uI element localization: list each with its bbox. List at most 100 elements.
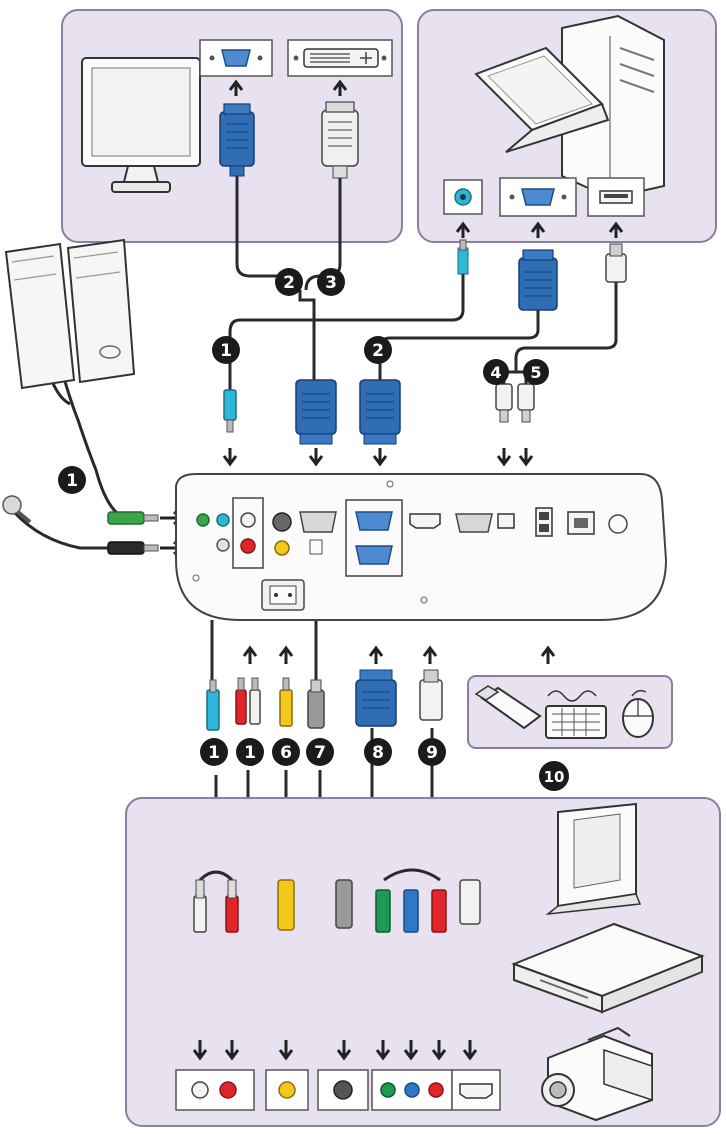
- audio-plug-icon: [107, 511, 159, 525]
- badge-8: 8: [364, 738, 392, 766]
- vga-port-icon: [499, 177, 577, 217]
- camcorder-icon: [541, 1026, 653, 1122]
- audio-plug-icon: [223, 389, 237, 433]
- badge-label: 10: [544, 768, 565, 786]
- usb-port-icon: [497, 513, 515, 529]
- microphone-icon: [2, 495, 32, 524]
- audio-in-port: [216, 513, 230, 527]
- badge-label: 3: [325, 273, 337, 293]
- badge-label: 2: [372, 341, 384, 361]
- audio-out-port: [196, 513, 210, 527]
- computer-in-2-port: [355, 545, 393, 565]
- badge-label: 5: [530, 363, 541, 382]
- arrow-down-icon: [518, 448, 534, 467]
- composite-port: [265, 1069, 309, 1111]
- computer-panel: [417, 9, 717, 243]
- rs232-port: [455, 513, 493, 533]
- arrows-down: [222, 448, 534, 467]
- svideo-port: [272, 512, 292, 532]
- svideo-port: [317, 1069, 369, 1111]
- badge-label: 8: [372, 743, 384, 763]
- composite-port: [274, 540, 290, 556]
- arrows-down-bottom: [192, 1040, 478, 1061]
- dvi-plug-icon: [321, 101, 359, 179]
- svideo-plug-icon: [335, 879, 353, 929]
- set-top-box-icon: [545, 802, 642, 916]
- computer-in-1-port: [355, 511, 393, 531]
- hdmi-port-icon: [409, 513, 441, 529]
- hdmi-port-icon: [451, 1069, 501, 1111]
- badge-label: 1: [244, 743, 256, 763]
- arrow-down-icon: [308, 448, 324, 467]
- arrow-down-icon: [224, 1040, 240, 1061]
- rca-white-port: [240, 512, 256, 528]
- security-lock: [608, 514, 628, 534]
- arrow-down-icon: [192, 1040, 208, 1061]
- badge-3: 3: [317, 268, 345, 296]
- usb-drive-icon: [474, 685, 542, 730]
- arrow-up-icon: [278, 645, 294, 664]
- dvd-player-icon: [511, 922, 705, 1014]
- rca-red-port: [240, 538, 256, 554]
- vga-port-icon: [199, 39, 273, 77]
- component-splitter-icon: [375, 868, 447, 933]
- badge-2: 2: [275, 268, 303, 296]
- rca-plug-icon: [235, 677, 261, 725]
- usb-port-icon: [587, 177, 645, 217]
- arrows-up-bottom: [242, 645, 556, 664]
- badge-label: 4: [490, 363, 501, 382]
- vga-plug-icon: [518, 249, 558, 311]
- av-devices-panel: [125, 797, 721, 1127]
- badge-1: 1: [212, 336, 240, 364]
- arrow-up-icon: [608, 221, 624, 238]
- badge-label: 2: [283, 273, 295, 293]
- monitor-panel: [61, 9, 403, 243]
- badge-4: 4: [483, 359, 509, 385]
- rca-audio-ports: [175, 1069, 255, 1111]
- badge-label: 9: [426, 743, 438, 763]
- badge-2: 2: [364, 336, 392, 364]
- audio-plug-icon: [457, 239, 469, 275]
- arrow-up-icon: [455, 221, 471, 238]
- usb-plug-icon: [605, 243, 627, 283]
- badge-6: 6: [272, 738, 300, 766]
- badge-label: 7: [314, 743, 326, 763]
- arrow-up-icon: [228, 79, 244, 96]
- dvi-port-icon: [287, 39, 393, 77]
- audio-plug-icon: [107, 541, 159, 555]
- rca-plug-icon: [277, 879, 295, 931]
- badge-1: 1: [58, 466, 86, 494]
- badge-7: 7: [306, 738, 334, 766]
- badge-9: 9: [418, 738, 446, 766]
- badge-label: 1: [208, 743, 220, 763]
- arrow-up-icon: [332, 79, 348, 96]
- badge-1: 1: [200, 738, 228, 766]
- badge-label: 1: [220, 341, 232, 361]
- rca-plug-icon: [279, 677, 293, 727]
- component-ports: [371, 1069, 453, 1111]
- vga-plug-icon: [359, 379, 401, 445]
- mouse-icon: [622, 689, 654, 738]
- vga-plug-icon: [219, 103, 255, 177]
- monitor-icon: [81, 57, 201, 193]
- arrow-up-icon: [540, 645, 556, 664]
- arrow-up-icon: [422, 645, 438, 664]
- badges: 1 2 3 2 4 5 1 1 1 6 7 8 9 10: [58, 268, 569, 791]
- mic-port: [216, 538, 230, 552]
- hdmi-plug-icon: [419, 669, 443, 721]
- badge-label: 6: [280, 743, 292, 763]
- arrow-down-icon: [222, 448, 238, 467]
- arrow-down-icon: [375, 1040, 391, 1061]
- audio-jack-icon: [443, 179, 483, 215]
- arrow-up-icon: [368, 645, 384, 664]
- rca-splitter-icon: [193, 870, 239, 933]
- arrow-down-icon: [403, 1040, 419, 1061]
- arrow-down-icon: [496, 448, 512, 467]
- badge-10: 10: [539, 761, 569, 791]
- speakers-icon: [4, 238, 136, 390]
- audio-plug-icon: [206, 679, 220, 731]
- arrow-down-icon: [431, 1040, 447, 1061]
- arrow-down-icon: [336, 1040, 352, 1061]
- svideo-plug-icon: [307, 679, 325, 729]
